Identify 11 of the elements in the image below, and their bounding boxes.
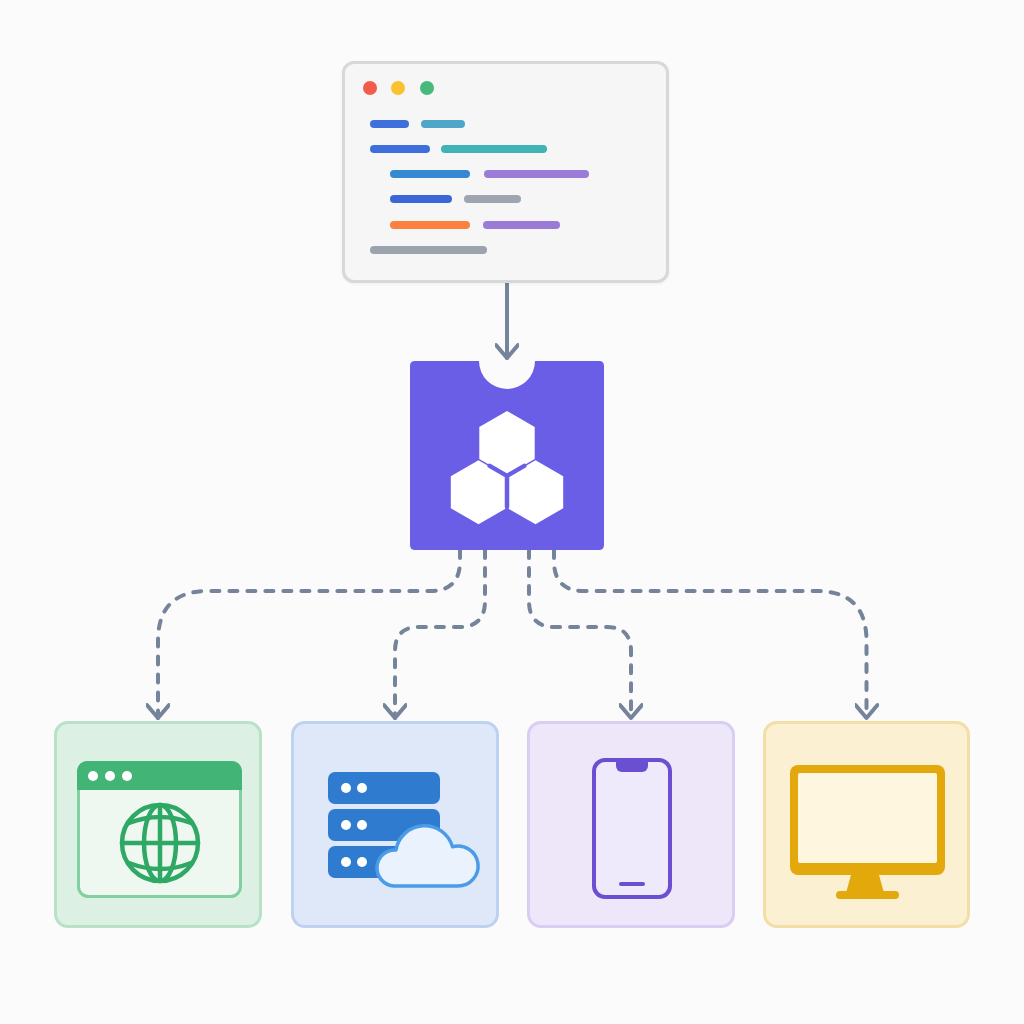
dashed-arrow: [145, 548, 462, 720]
dashed-arrow: [527, 548, 644, 720]
notched-box: [410, 361, 604, 550]
platform-card: [763, 721, 970, 928]
platform-card: [54, 721, 262, 928]
platform-card: [527, 721, 735, 928]
platform-card: [291, 721, 499, 928]
code-editor-window: [342, 61, 669, 283]
arrow: [494, 281, 520, 360]
dashed-arrow: [382, 548, 487, 720]
dashed-arrow: [552, 548, 880, 720]
